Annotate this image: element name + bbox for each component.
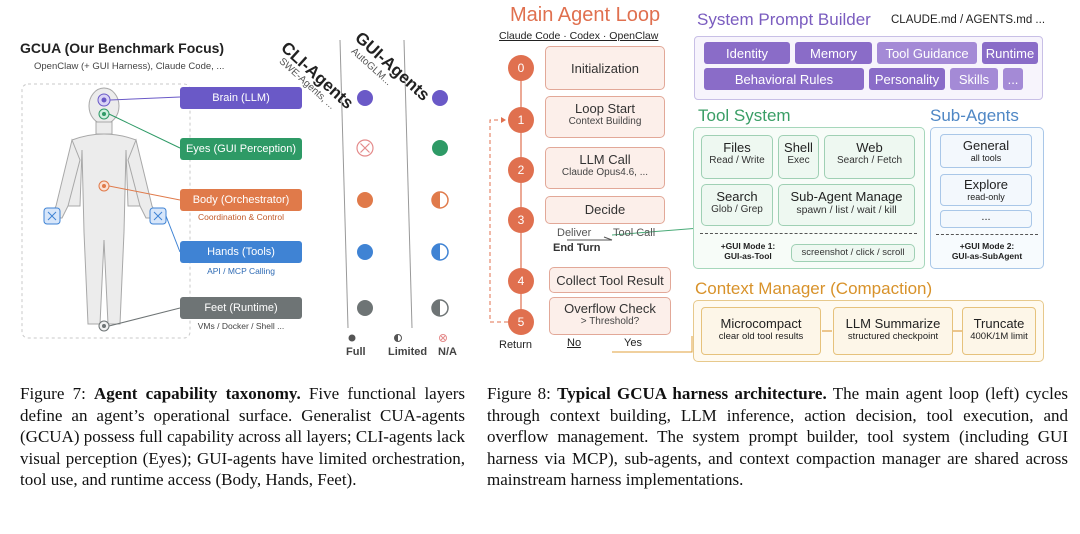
fig7-caption: Figure 7: Agent capability taxonomy. Fiv…	[20, 384, 466, 490]
fig7-diagram	[21, 39, 413, 339]
gui-mode2-label: +GUI Mode 2:GUI-as-SubAgent	[951, 241, 1023, 261]
step-node-2: 2	[508, 157, 534, 183]
cli-body-marker	[357, 192, 373, 208]
step-node-3: 3	[508, 207, 534, 233]
end-turn-label: End Turn	[553, 242, 601, 254]
legend-na: N/A	[438, 346, 457, 358]
gui-brain-marker	[432, 90, 448, 106]
tool-system-title: Tool System	[698, 106, 791, 125]
subagents-title: Sub-Agents	[930, 106, 1019, 125]
layer-hands-sub: API / MCP Calling	[207, 266, 275, 276]
no-label: No	[567, 337, 582, 349]
legend-full: Full	[346, 346, 366, 358]
fig7-subtitle: OpenClaw (+ GUI Harness), Claude Code, .…	[34, 61, 225, 72]
step-node-5: 5	[508, 309, 534, 335]
human-body-icon	[49, 87, 159, 325]
prompt-identity: Identity	[704, 42, 790, 64]
layer-feet-pill: Feet (Runtime)	[180, 297, 302, 319]
gui-eyes-marker	[432, 140, 448, 156]
step-node-0: 0	[508, 55, 534, 81]
decide-deliver-label: Deliver	[557, 227, 592, 239]
layer-brain-pill: Brain (LLM)	[180, 87, 302, 109]
gui-mode1-actions: screenshot / click / scroll	[791, 244, 915, 262]
step-collect-tool-result: Collect Tool Result	[549, 267, 671, 293]
gui-mode1-label: +GUI Mode 1:GUI-as-Tool	[720, 241, 776, 261]
gui-body-marker	[431, 191, 449, 209]
layer-hands-pill: Hands (Tools)	[180, 241, 302, 263]
fig7-title: GCUA (Our Benchmark Focus)	[20, 40, 225, 56]
layer-body-pill: Body (Orchestrator)	[180, 189, 302, 211]
subagent-gui-divider	[936, 234, 1038, 235]
prompt-builder-title: System Prompt Builder	[697, 10, 871, 29]
step-initialization: Initialization	[545, 46, 665, 90]
yes-label: Yes	[624, 337, 642, 349]
step-node-1: 1	[508, 107, 534, 133]
layer-body-sub: Coordination & Control	[198, 212, 284, 222]
legend-limited: Limited	[388, 346, 428, 358]
fig8-caption: Figure 8: Typical GCUA harness architect…	[487, 384, 1068, 490]
loop-title: Main Agent Loop	[510, 4, 661, 26]
prompt-skills: Skills	[950, 68, 998, 90]
cli-feet-marker	[357, 300, 373, 316]
layer-eyes-pill: Eyes (GUI Perception)	[180, 138, 302, 160]
capability-markers	[348, 90, 449, 342]
context-manager-title: Context Manager (Compaction)	[695, 279, 933, 298]
cli-hands-marker	[357, 244, 373, 260]
legend-na-icon	[439, 334, 447, 342]
gui-feet-marker	[431, 299, 449, 317]
return-label: Return	[499, 339, 533, 351]
decide-toolcall-label: Tool Call	[613, 227, 656, 239]
loop-subtitle: Claude Code · Codex · OpenClaw	[499, 30, 659, 42]
cli-brain-marker	[357, 90, 373, 106]
prompt-runtime: Runtime	[982, 42, 1038, 64]
step-overflow-check: Overflow Check> Threshold?	[549, 297, 671, 335]
legend-full-icon	[348, 334, 356, 342]
gcua-frame	[21, 83, 191, 339]
context-arrows	[822, 330, 962, 332]
layer-feet-sub: VMs / Docker / Shell ...	[197, 321, 285, 331]
prompt-memory: Memory	[795, 42, 872, 64]
prompt-builder-files: CLAUDE.md / AGENTS.md ...	[891, 14, 1046, 26]
legend-limited-icon	[394, 334, 402, 342]
tool-gui-divider	[700, 233, 917, 234]
subagent-more: ...	[940, 210, 1032, 228]
cli-eyes-marker	[356, 139, 374, 157]
step-decide: Decide	[545, 196, 665, 224]
prompt-personality: Personality	[869, 68, 945, 90]
prompt-tool-guidance: Tool Guidance	[877, 42, 977, 64]
prompt-more: ...	[1003, 68, 1023, 90]
prompt-behavioral-rules: Behavioral Rules	[704, 68, 864, 90]
gui-hands-marker	[431, 243, 449, 261]
step-node-4: 4	[508, 268, 534, 294]
hand-marker-left	[43, 207, 61, 225]
